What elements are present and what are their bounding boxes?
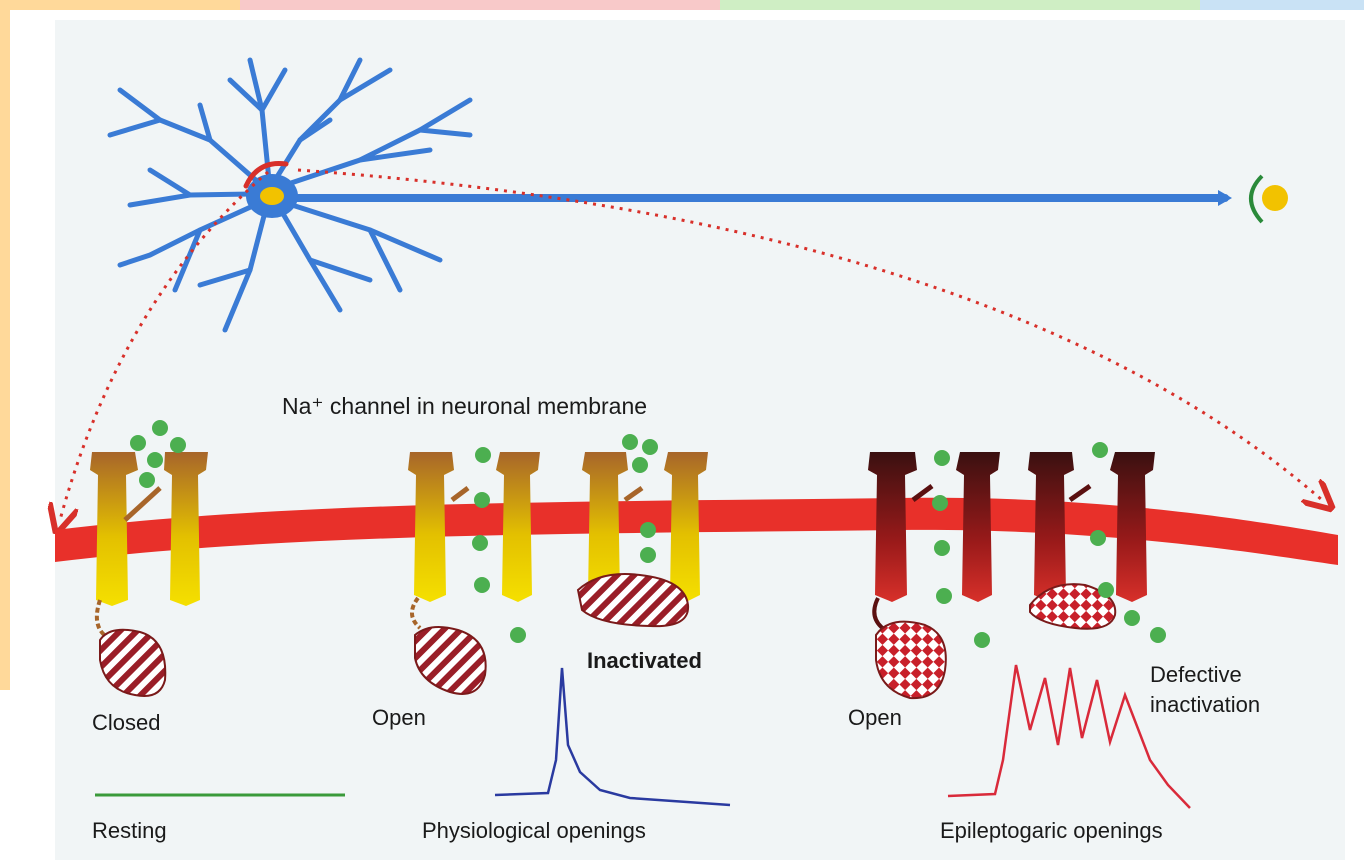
synapse-icon [1218, 176, 1288, 222]
label-inactivated: Inactivated [587, 648, 702, 674]
channel-inactivated [578, 452, 708, 626]
label-resting: Resting [92, 818, 167, 844]
physiological-trace [495, 668, 730, 805]
inactivation-gate [100, 630, 165, 696]
nucleus [260, 187, 284, 205]
label-open-normal: Open [372, 705, 426, 731]
label-defective-1: Defective [1150, 662, 1242, 688]
inactivation-gate [415, 627, 486, 694]
dotted-arrow-right [298, 170, 1322, 500]
label-physiological: Physiological openings [422, 818, 646, 844]
label-defective-2: inactivation [1150, 692, 1260, 718]
neuron [110, 60, 1225, 330]
label-closed: Closed [92, 710, 160, 736]
channel-open-normal [408, 452, 540, 694]
label-open-mutant: Open [848, 705, 902, 731]
defective-gate [876, 622, 946, 698]
channel-closed [90, 452, 208, 696]
diagram-title: Na⁺ channel in neuronal membrane [282, 393, 647, 420]
label-epileptogenic: Epileptogaric openings [940, 818, 1163, 844]
channel-open-mutant [868, 452, 1000, 698]
